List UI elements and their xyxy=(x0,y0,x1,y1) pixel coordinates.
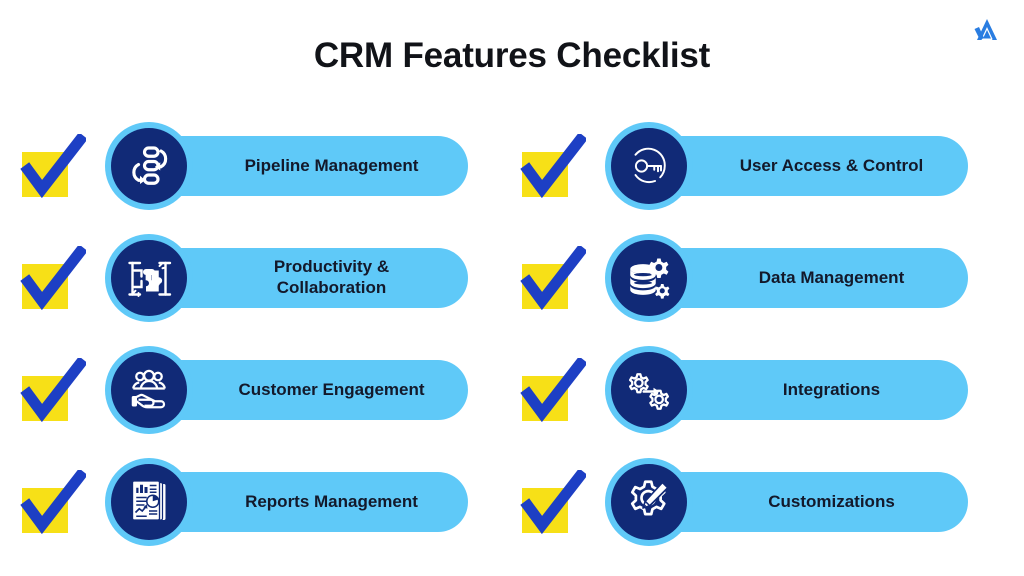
feature-label: Productivity & Collaboration xyxy=(273,257,390,297)
puzzle-collaboration-icon xyxy=(128,261,172,297)
page-title: CRM Features Checklist xyxy=(313,36,711,75)
pipeline-flow-icon xyxy=(132,146,168,185)
checkmark-icon xyxy=(20,246,86,310)
checkmark-icon xyxy=(20,358,86,422)
checkbox-checked[interactable] xyxy=(20,470,86,534)
checkmark-icon xyxy=(20,470,86,534)
icon-disc xyxy=(611,128,687,204)
database-gears-icon xyxy=(630,258,670,299)
icon-disc xyxy=(111,464,187,540)
feature-label: Data Management xyxy=(758,267,905,287)
feature-icon-badge xyxy=(605,122,693,210)
checklist-item[interactable]: Data Management xyxy=(512,234,1002,322)
feature-label: User Access & Control xyxy=(739,155,924,175)
feature-label: Customizations xyxy=(768,491,895,511)
checkbox-checked[interactable] xyxy=(20,246,86,310)
checklist-item[interactable]: User Access & Control xyxy=(512,122,1002,210)
icon-disc xyxy=(611,352,687,428)
icon-disc xyxy=(611,464,687,540)
checklist-grid: Pipeline Management xyxy=(0,118,1024,570)
icon-disc xyxy=(111,352,187,428)
checklist-item[interactable]: Productivity & Collaboration xyxy=(12,234,502,322)
gear-pencil-icon xyxy=(630,480,669,516)
brand-logo-icon xyxy=(974,19,997,40)
feature-icon-badge xyxy=(605,346,693,434)
checkbox-checked[interactable] xyxy=(520,358,586,422)
feature-icon-badge xyxy=(105,458,193,546)
icon-disc xyxy=(111,240,187,316)
left-column: Pipeline Management xyxy=(12,118,502,570)
checkmark-icon xyxy=(520,358,586,422)
feature-icon-badge xyxy=(105,234,193,322)
checkmark-icon xyxy=(520,134,586,198)
hand-holding-users-icon xyxy=(131,369,166,409)
checkmark-icon xyxy=(20,134,86,198)
right-column: User Access & Control xyxy=(512,118,1002,570)
feature-label: Reports Management xyxy=(245,491,418,511)
checkbox-checked[interactable] xyxy=(20,134,86,198)
feature-icon-badge xyxy=(105,122,193,210)
checkbox-checked[interactable] xyxy=(520,470,586,534)
checkbox-checked[interactable] xyxy=(520,246,586,310)
checklist-item[interactable]: Customer Engagement xyxy=(12,346,502,434)
checklist-item[interactable]: Integrations xyxy=(512,346,1002,434)
checklist-item[interactable]: Reports Management xyxy=(12,458,502,546)
icon-disc xyxy=(611,240,687,316)
feature-label: Customer Engagement xyxy=(238,379,425,399)
checkmark-icon xyxy=(520,246,586,310)
feature-icon-badge xyxy=(605,234,693,322)
icon-disc xyxy=(111,128,187,204)
feature-label: Pipeline Management xyxy=(244,155,419,175)
checklist-item[interactable]: Pipeline Management xyxy=(12,122,502,210)
checkbox-checked[interactable] xyxy=(520,134,586,198)
checkbox-checked[interactable] xyxy=(20,358,86,422)
report-document-icon xyxy=(131,480,166,521)
checklist-item[interactable]: Customizations xyxy=(512,458,1002,546)
key-circle-icon xyxy=(634,147,666,184)
feature-icon-badge xyxy=(105,346,193,434)
feature-label: Integrations xyxy=(782,379,881,399)
checkmark-icon xyxy=(520,470,586,534)
feature-icon-badge xyxy=(605,458,693,546)
feature-pill[interactable]: Pipeline Management xyxy=(106,136,468,196)
two-gears-arrow-icon xyxy=(628,373,670,410)
